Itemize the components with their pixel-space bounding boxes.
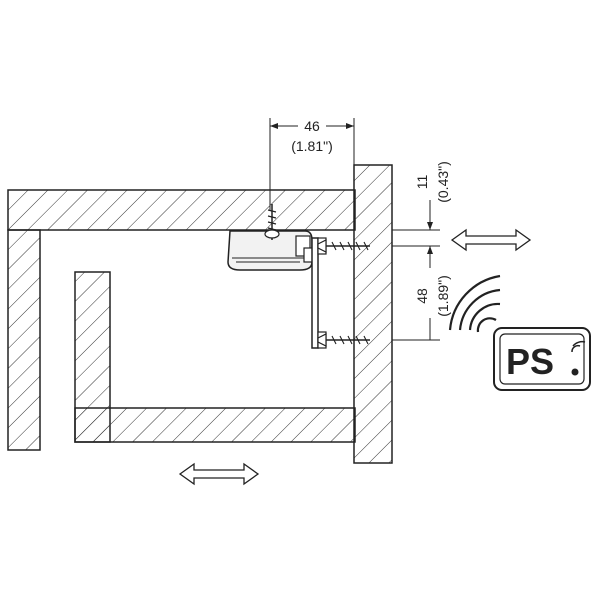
wireless-signal-icon xyxy=(448,274,501,333)
drawer-bottom-panel xyxy=(74,407,356,443)
door-screw-upper xyxy=(317,239,370,253)
dimension-right-top-mm: 11 xyxy=(414,175,430,190)
push-latch-fitting xyxy=(227,230,315,271)
ps-logo: PS xyxy=(493,327,591,391)
dimension-right-top-in: (0.43") xyxy=(435,161,451,203)
door-panel xyxy=(353,164,393,464)
dimension-top-mm: 46 xyxy=(304,118,320,134)
dimension-right-span: 48 (1.89") xyxy=(392,246,451,341)
dimension-right-top: 11 (0.43") xyxy=(392,161,451,262)
dimension-right-span-mm: 48 xyxy=(414,288,430,304)
door-bracket xyxy=(311,237,327,349)
dimension-top-width: 46 (1.81") xyxy=(269,118,355,210)
dimension-right-span-in: (1.89") xyxy=(435,275,451,317)
top-screw xyxy=(264,204,280,240)
dimension-top-in: (1.81") xyxy=(291,138,333,154)
ps-logo-text: PS xyxy=(506,341,554,382)
door-movement-arrow-icon xyxy=(450,228,532,252)
cabinet-top-panel xyxy=(7,189,356,231)
door-screw-lower xyxy=(317,333,370,347)
drawer-movement-arrow-icon xyxy=(178,462,260,486)
cabinet-left-panel xyxy=(7,229,41,451)
